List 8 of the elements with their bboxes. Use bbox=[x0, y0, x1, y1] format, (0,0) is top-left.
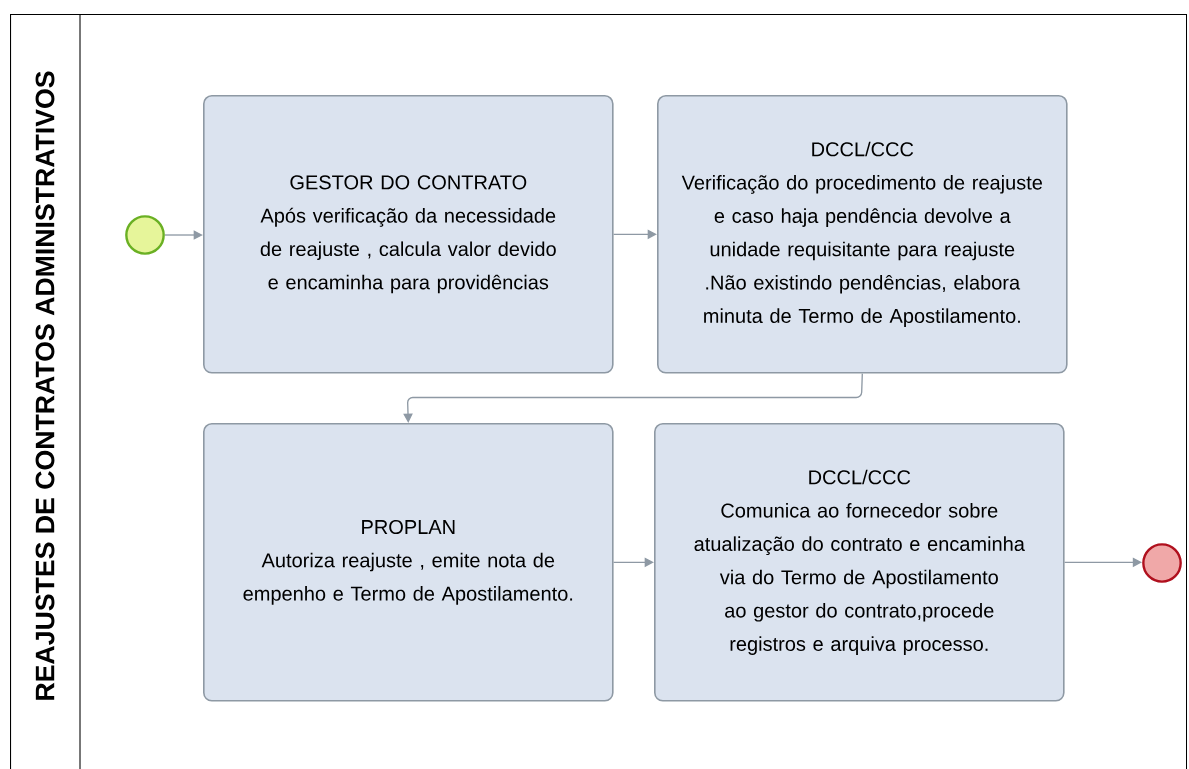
process-box: DCCL/CCC Comunica ao fornecedor sobre atualização do contrato e encaminha via do Termo de Apostilamento ao gestor do contrato,procede registros e arquiva processo. bbox=[654, 423, 1065, 702]
arrow bbox=[164, 230, 203, 240]
process-box: DCCL/CCC Verificação do procedimento de reajuste e caso haja pendência devolve a unidade requisitante para reajuste .Não existindo pendências, elabora minuta de Termo de Apostilamento. bbox=[657, 95, 1068, 374]
arrow bbox=[403, 372, 863, 423]
process-box: PROPLAN Autoriza reajuste , emite nota de empenho e Termo de Apostilamento. bbox=[203, 423, 614, 702]
start-event-circle bbox=[125, 215, 165, 255]
process-box: GESTOR DO CONTRATO Após verificação da necessidade de reajuste , calcula valor devido e encaminha para providências bbox=[203, 95, 614, 374]
end-event-circle bbox=[1142, 543, 1182, 583]
